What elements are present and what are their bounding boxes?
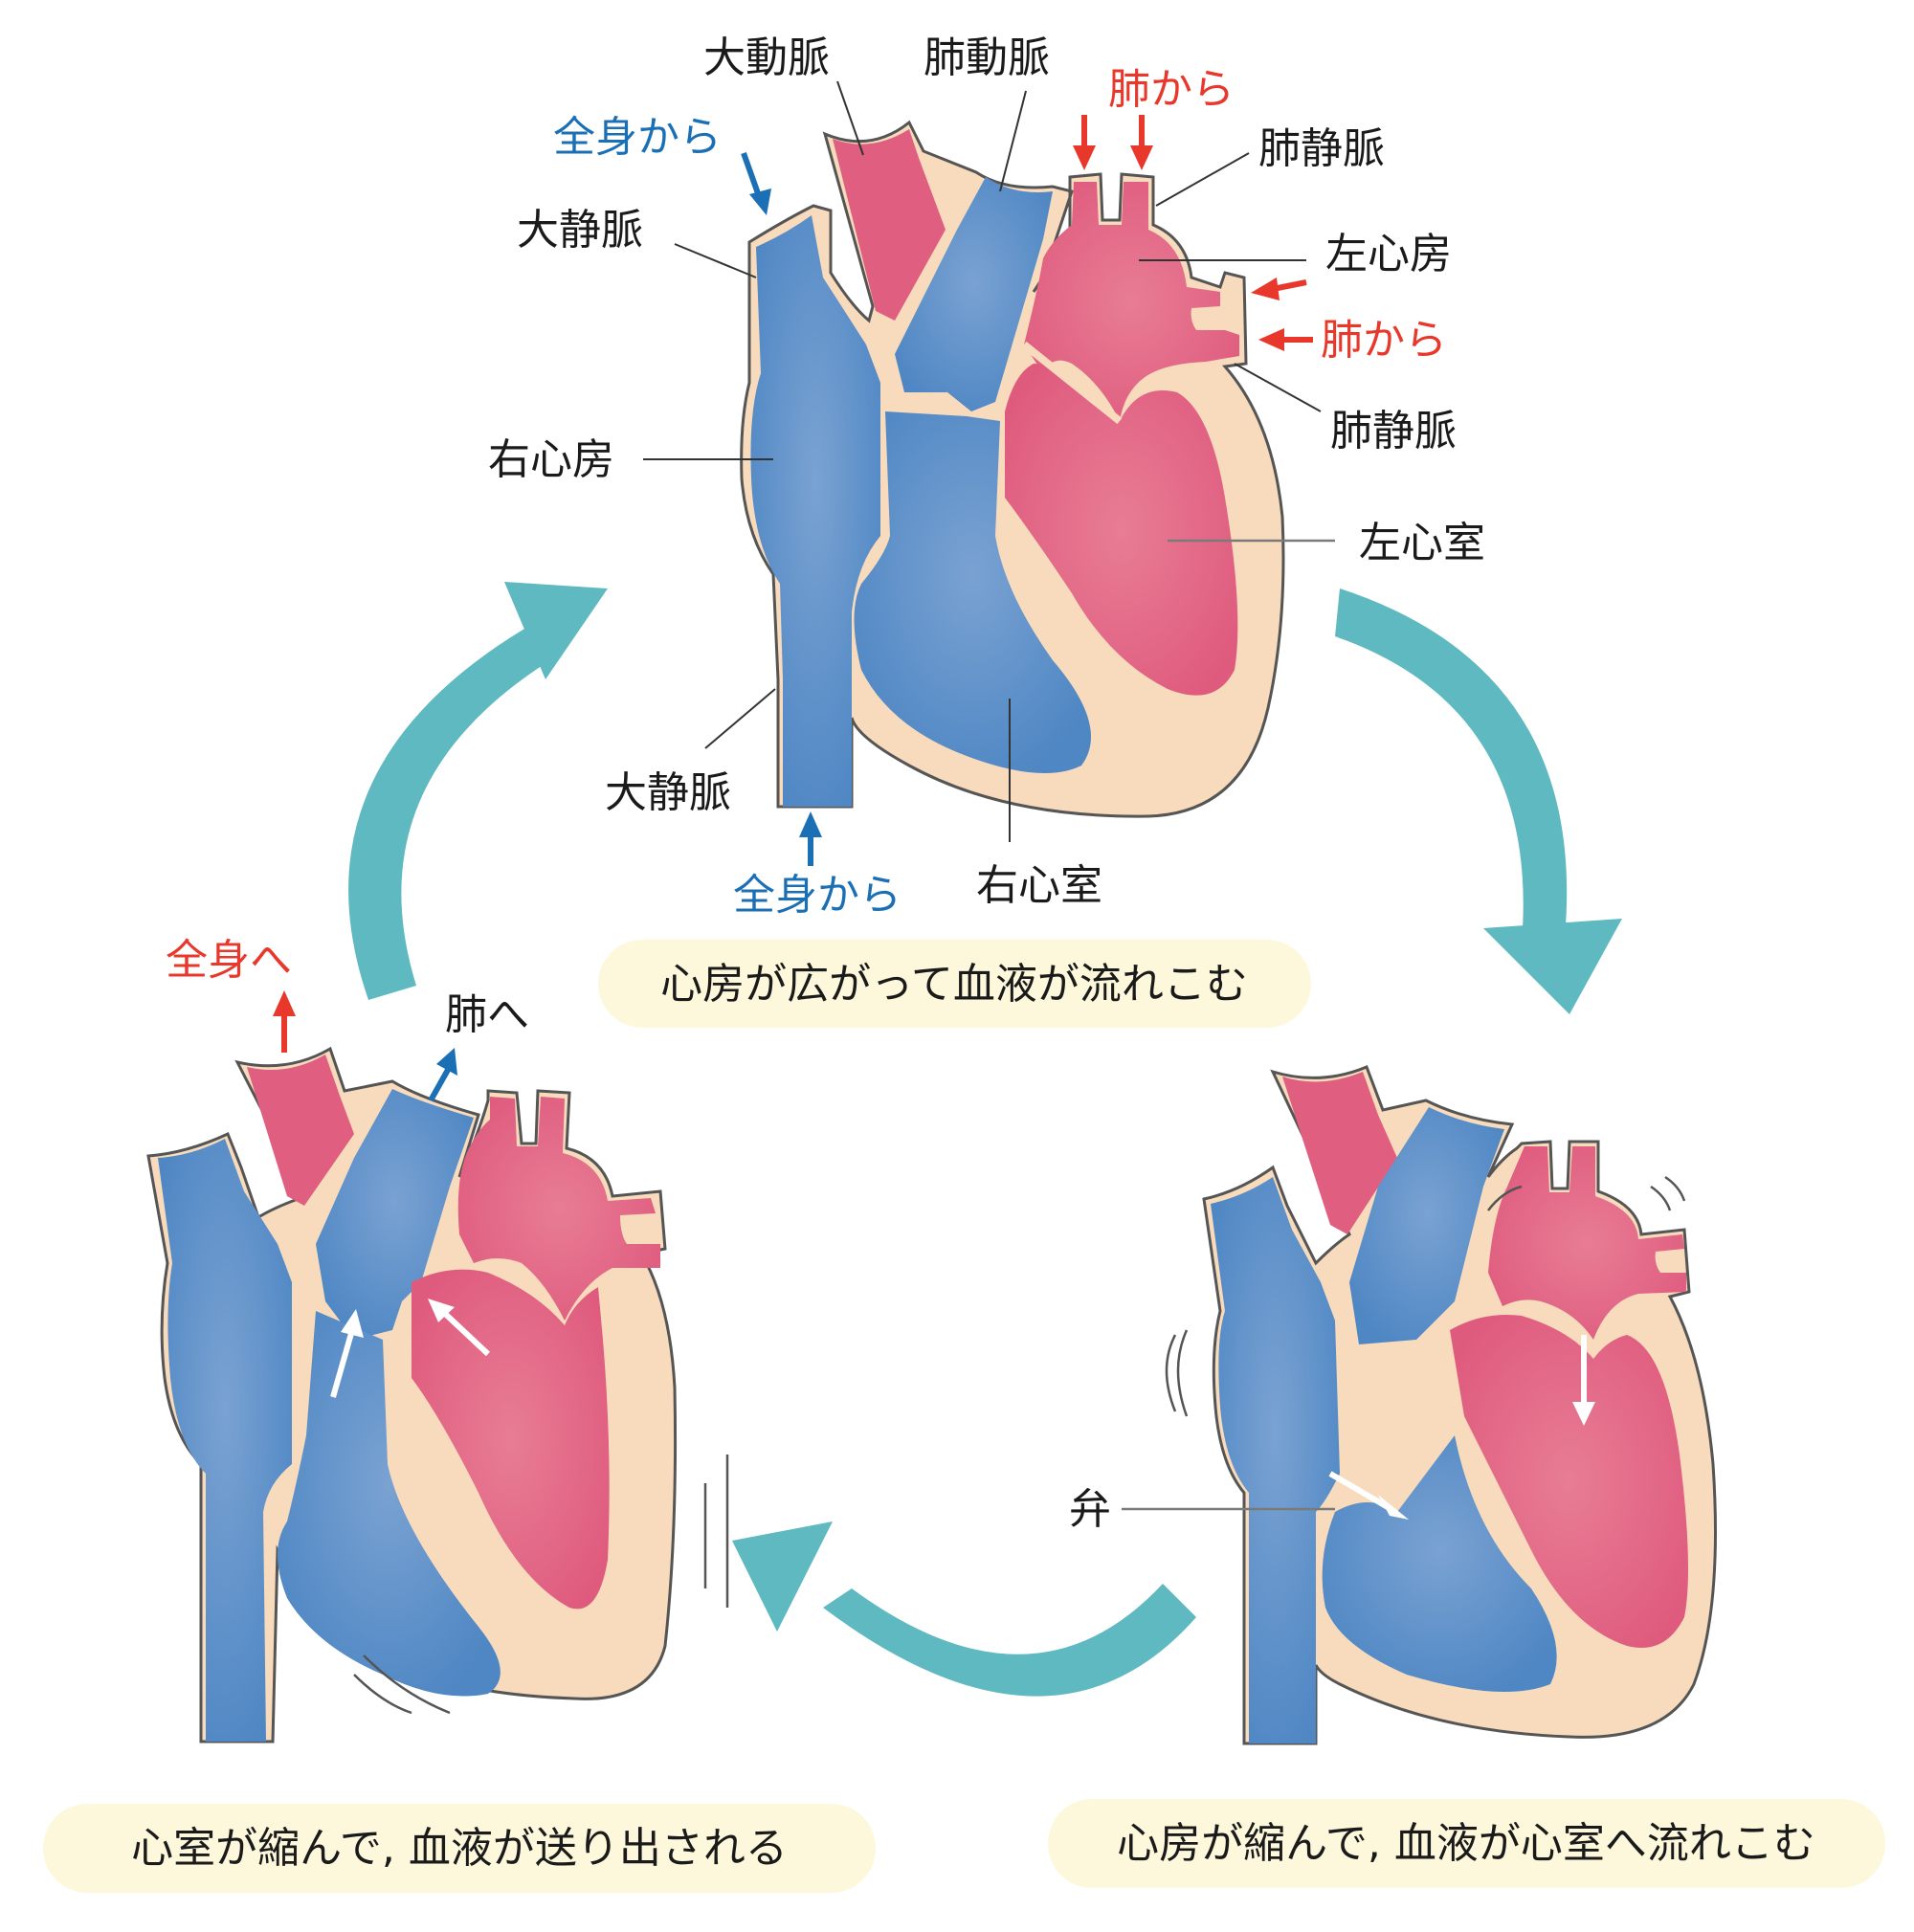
left-ventricle-br: [1450, 1315, 1688, 1648]
flow-arrow-to-lungs: [428, 1048, 457, 1102]
label-left-atrium: 左心房: [1325, 230, 1452, 278]
pulmonary-artery-br: [1349, 1107, 1504, 1344]
label-right-ventricle: 右心室: [976, 861, 1102, 910]
label-pulmonary-vein-top: 肺静脈: [1258, 124, 1385, 173]
caption-bottom-left: 心室が縮んで, 血液が送り出される: [43, 1804, 876, 1893]
label-left-ventricle: 左心室: [1359, 519, 1485, 567]
flow-arrows-from-lungs-side: [1251, 278, 1313, 351]
flow-arrow-from-body-top: [741, 151, 771, 215]
label-aorta: 大動脈: [703, 33, 830, 82]
caption-bottom-left-text: 心室が縮んで, 血液が送り出される: [131, 1824, 788, 1873]
heart-bottom-left: [146, 1046, 729, 1743]
label-from-body-bottom: 全身から: [733, 871, 901, 920]
aorta-bl: [247, 1055, 354, 1206]
pulmonary-artery-top: [895, 177, 1053, 411]
septum-top: [1021, 341, 1123, 425]
label-pulmonary-artery: 肺動脈: [924, 33, 1050, 82]
left-atrium-top: [1024, 182, 1239, 421]
caption-top: 心房が広がって血液が流れこむ: [598, 940, 1311, 1028]
label-pulmonary-vein-bottom: 肺静脈: [1330, 407, 1457, 455]
caption-top-text: 心房が広がって血液が流れこむ: [660, 960, 1248, 1009]
label-valve: 弁: [1069, 1485, 1111, 1534]
label-from-body-top: 全身から: [553, 113, 722, 162]
white-arrows-br: [1328, 1335, 1595, 1520]
left-atrium-bl: [457, 1097, 660, 1321]
pulmonary-artery-bl: [316, 1089, 474, 1340]
label-to-lungs: 肺へ: [445, 990, 529, 1039]
left-ventricle-top: [1005, 364, 1238, 696]
label-right-atrium: 右心房: [488, 435, 614, 484]
right-atrium-top: [750, 215, 880, 807]
right-atrium-br: [1211, 1177, 1340, 1743]
label-vena-cava-top: 大静脈: [517, 206, 643, 255]
caption-bottom-right-text: 心房が縮んで, 血液が心室へ流れこむ: [1117, 1819, 1815, 1868]
left-atrium-br: [1488, 1146, 1686, 1340]
top-heart-labels: 大動脈 肺動脈 肺から 全身から 肺静脈 大静脈 左心房 肺から 肺静脈 右心房…: [488, 33, 1485, 920]
heart-bottom-right: [1165, 1065, 1717, 1745]
label-vena-cava-bottom: 大静脈: [605, 768, 731, 817]
caption-bottom-right: 心房が縮んで, 血液が心室へ流れこむ: [1048, 1799, 1885, 1888]
flow-arrows-from-lungs-top: [1073, 115, 1153, 170]
cycle-arrow-left: [348, 582, 608, 1000]
left-ventricle-bl: [412, 1269, 610, 1610]
right-ventricle-top: [854, 411, 1091, 773]
right-ventricle-bl: [278, 1311, 501, 1697]
heart-top: [740, 120, 1285, 818]
label-from-lungs-side: 肺から: [1321, 316, 1447, 365]
label-to-body: 全身へ: [166, 936, 292, 985]
cycle-arrow-right: [1335, 588, 1622, 1014]
label-from-lungs-top: 肺から: [1108, 65, 1235, 114]
flow-arrow-from-body-bottom: [799, 811, 822, 866]
cycle-arrow-bottom: [732, 1521, 1196, 1697]
white-arrows-bl: [330, 1299, 491, 1398]
flow-arrow-to-body: [273, 990, 296, 1053]
aorta-br: [1282, 1072, 1397, 1234]
right-atrium-bl: [158, 1139, 292, 1742]
aorta-top: [833, 129, 946, 321]
right-ventricle-br: [1322, 1435, 1557, 1692]
